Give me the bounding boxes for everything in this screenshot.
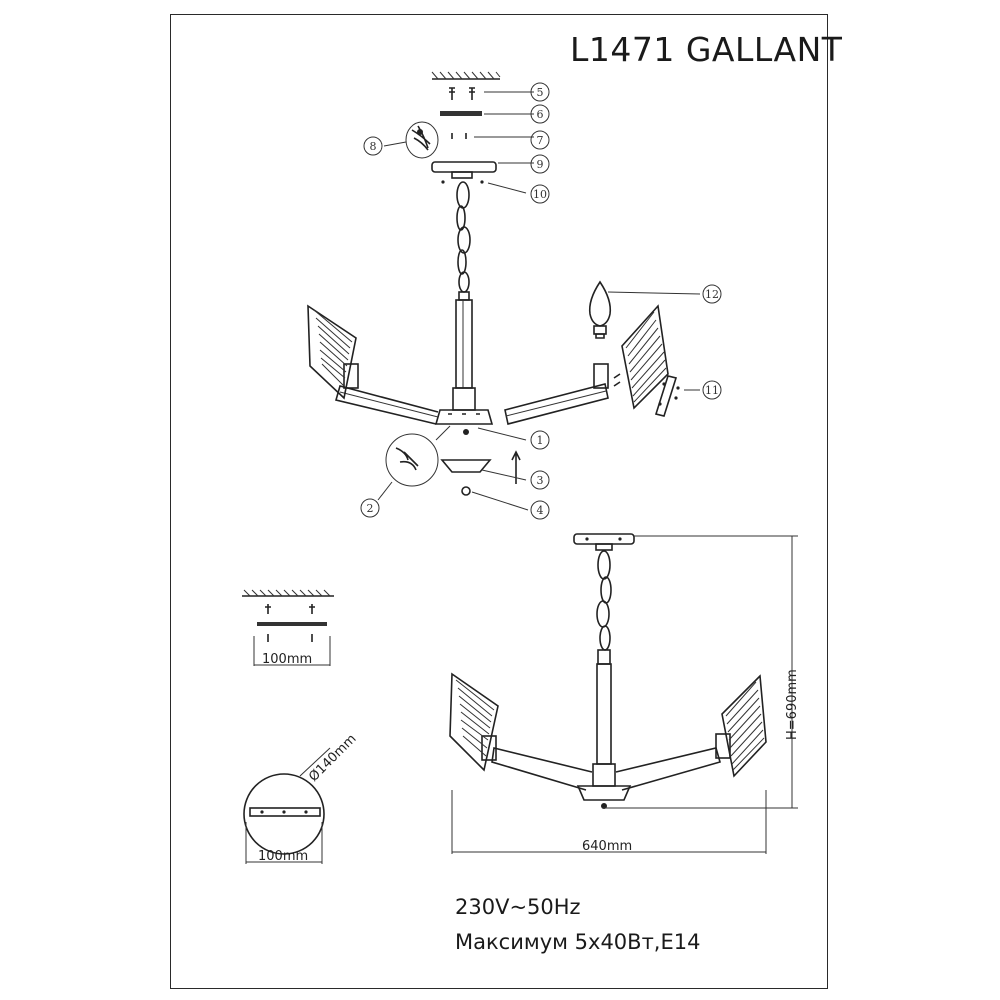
bottom-cap xyxy=(440,450,521,484)
mounting-bar xyxy=(440,111,482,116)
wire-connection-detail xyxy=(385,425,451,487)
callout-6: 6 xyxy=(530,104,550,124)
finial xyxy=(461,486,471,496)
svg-text:3: 3 xyxy=(537,474,544,487)
stem xyxy=(452,291,476,411)
canopy-diameter-label: Ø140mm xyxy=(306,732,359,785)
bar-screws xyxy=(451,133,467,139)
svg-text:1: 1 xyxy=(537,434,544,447)
callout-1: 1 xyxy=(530,430,550,450)
plate-width-label: 100mm xyxy=(262,652,312,667)
product-title: L1471 GALLANT xyxy=(570,30,843,69)
callout-9: 9 xyxy=(530,154,550,174)
svg-text:2: 2 xyxy=(367,502,374,515)
callout-4: 4 xyxy=(530,500,550,520)
svg-text:4: 4 xyxy=(537,504,544,517)
left-shade xyxy=(307,304,357,400)
svg-text:11: 11 xyxy=(705,384,719,397)
ceiling-screws xyxy=(449,87,475,100)
svg-text:5: 5 xyxy=(537,86,544,99)
canopy-plate-width-label: 100mm xyxy=(258,849,308,864)
callout-2: 2 xyxy=(360,498,380,518)
svg-text:7: 7 xyxy=(537,134,544,147)
svg-text:6: 6 xyxy=(537,108,544,121)
drawing-frame xyxy=(170,14,828,989)
svg-text:8: 8 xyxy=(370,140,377,153)
mounting-plate-detail: 100mm xyxy=(242,589,334,667)
right-arm xyxy=(504,363,621,425)
assembled-view: H=690mm 640mm xyxy=(449,533,800,854)
height-label: H=690mm xyxy=(785,669,800,740)
left-arm xyxy=(335,363,439,425)
ceiling-hatch xyxy=(431,71,501,80)
candle-bulb xyxy=(588,280,612,339)
power-spec: Максимум 5х40Вт,Е14 xyxy=(455,930,701,954)
canopy-screw xyxy=(480,180,484,184)
callout-3: 3 xyxy=(530,470,550,490)
hub xyxy=(434,409,494,435)
wiring-detail xyxy=(405,121,439,159)
callout-8: 8 xyxy=(363,136,383,156)
svg-text:10: 10 xyxy=(533,188,547,201)
callout-10: 10 xyxy=(530,184,550,204)
callout-12: 12 xyxy=(702,284,722,304)
mounting-bracket xyxy=(654,375,680,417)
svg-text:12: 12 xyxy=(705,288,719,301)
chain xyxy=(456,181,471,293)
callout-5: 5 xyxy=(530,82,550,102)
voltage-spec: 230V~50Hz xyxy=(455,895,581,919)
right-shade xyxy=(621,304,669,410)
callout-7: 7 xyxy=(530,130,550,150)
callout-11: 11 xyxy=(702,380,722,400)
span-label: 640mm xyxy=(582,839,632,854)
svg-text:9: 9 xyxy=(537,158,544,171)
canopy-round-detail: Ø140mm 100mm xyxy=(243,732,360,864)
canopy xyxy=(431,161,497,179)
callout-leaders xyxy=(377,91,701,511)
canopy-screw xyxy=(441,180,445,184)
